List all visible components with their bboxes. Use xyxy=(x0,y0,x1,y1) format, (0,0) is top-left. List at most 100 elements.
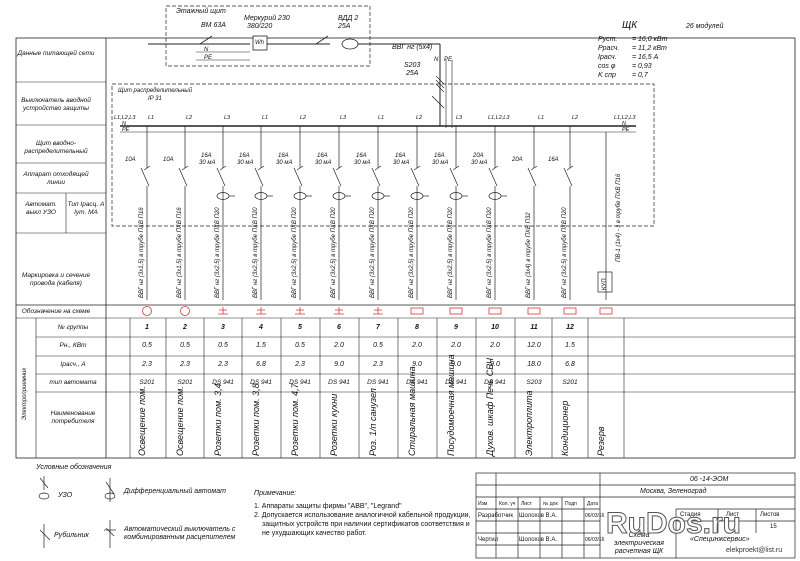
panel-param-value: = 0,7 xyxy=(632,72,648,79)
rcd-main: ВДД 2 xyxy=(338,15,359,22)
rcd-rating: 30 мА xyxy=(354,160,371,166)
note-line-2: 2. Допускается использование аналогичной… xyxy=(254,512,471,519)
dist-panel-ip: IP 31 xyxy=(148,96,162,102)
consumer-name: Электроплита xyxy=(524,390,534,456)
breaker-contact xyxy=(216,167,226,187)
legend-code-switch: Рубильник xyxy=(54,532,89,539)
device-symbol xyxy=(449,307,463,315)
device-symbol xyxy=(599,307,613,315)
date-2: 06/03/16 xyxy=(585,537,605,543)
floor-panel-label: Этажный щит xyxy=(176,8,226,15)
breaker-rating: 20А xyxy=(512,157,523,163)
breaker-rating: 16А xyxy=(201,153,212,159)
legend-code-rcd: УЗО xyxy=(58,492,73,499)
phase-label: L3 xyxy=(340,115,347,121)
title-block-col: Лист xyxy=(521,501,532,507)
phase-label: L1 xyxy=(378,115,385,121)
feeder-cable: ВВГ нг (5х4) xyxy=(392,44,433,51)
group-automat: S203 xyxy=(526,379,542,386)
breaker-contact xyxy=(410,167,420,187)
notes-title: Примечание: xyxy=(254,490,297,497)
group-current: 9.0 xyxy=(334,361,344,368)
breaker-mark xyxy=(374,165,382,171)
breaker-contact xyxy=(254,167,264,187)
breaker-contact xyxy=(371,167,381,187)
spare-cable: ПВ-1 (1х4) - з в трубе ПХВ П16 xyxy=(616,173,622,262)
group-current: 6.8 xyxy=(565,361,575,368)
label-current: Iрасч., А xyxy=(60,361,86,368)
dist-panel-label: Щит распределительный xyxy=(118,88,193,94)
breaker-rating: 10А xyxy=(163,157,174,163)
group-number: 3 xyxy=(221,324,225,331)
developer-role: Разработчик xyxy=(478,513,513,519)
breaker-mark xyxy=(530,165,538,171)
cable-label: ВВГ нг (3х2,5) в трубе ПХВ П20 xyxy=(370,207,376,298)
stage-col-1: Стадия xyxy=(680,512,701,518)
group-number: 6 xyxy=(337,324,341,331)
checker-name: Шолохов В.А. xyxy=(519,537,558,543)
cable-label: ВВГ нг (3х2,5) в трубе ПХВ П20 xyxy=(448,207,454,298)
group-power: 2.0 xyxy=(451,342,461,349)
group-automat: S201 xyxy=(177,379,193,386)
phase-label: L1 xyxy=(148,115,155,121)
panel-modules: 26 модулей xyxy=(686,23,724,30)
rcd-rating: 30 мА xyxy=(199,160,216,166)
legend-desc-breaker: Автоматический выключатель с комбинирова… xyxy=(124,526,236,541)
group-number: 2 xyxy=(183,324,187,331)
n-label-top: N xyxy=(204,47,209,53)
device-symbol xyxy=(527,307,541,315)
group-power: 2.0 xyxy=(334,342,344,349)
input-breaker-label: ВМ 63А xyxy=(201,22,226,29)
checker-role: Чертил xyxy=(478,537,499,543)
consumer-name: Кондиционер xyxy=(560,400,570,456)
consumer-name: Освещение пом. xyxy=(175,386,185,456)
breaker-mark xyxy=(219,165,227,171)
switch-model: S203 xyxy=(404,62,421,69)
breaker-rating: 16А xyxy=(434,153,445,159)
note-line-4: не ухудшающих качество работ. xyxy=(262,530,367,537)
cable-label: ВВГ нг (3х1,5) в трубе ПХВ П16 xyxy=(177,207,183,298)
panel-param-value: = 16,0 кВт xyxy=(632,36,668,43)
label-automat-type: тип автомата xyxy=(49,379,97,386)
cable-label: ВВГ нг (3х2,5) в трубе ПХВ П20 xyxy=(331,207,337,298)
phase-label: L1,L2,L3 xyxy=(114,115,136,121)
rcd-main-rating: 25А xyxy=(338,23,351,30)
panel-param-key: Руст. xyxy=(598,36,618,43)
cable-label: ВВГ нг (3х2,5) в трубе ПХВ П20 xyxy=(253,207,259,298)
title-block-col: Подп xyxy=(565,501,577,507)
group-automat: DS 941 xyxy=(328,379,350,386)
phase-label: L1,L2,L3 xyxy=(488,115,510,121)
group-current: 18.0 xyxy=(527,361,541,368)
group-automat: DS 941 xyxy=(289,379,311,386)
panel-param-key: K спр xyxy=(598,72,616,79)
group-current: 2.3 xyxy=(218,361,228,368)
group-current: 2.3 xyxy=(180,361,190,368)
group-number: 5 xyxy=(298,324,302,331)
breaker-rating: 16А xyxy=(317,153,328,159)
group-number: 7 xyxy=(376,324,380,331)
group-automat: S201 xyxy=(562,379,578,386)
breaker-rating: 16А xyxy=(239,153,250,159)
group-current: 2.3 xyxy=(295,361,305,368)
group-current: 2.3 xyxy=(142,361,152,368)
rcd-rating: 30 мА xyxy=(315,160,332,166)
title-block-col: Дата xyxy=(587,501,599,507)
rcd-rating: 30 мА xyxy=(432,160,449,166)
group-automat: DS 941 xyxy=(250,379,272,386)
group-power: 0.5 xyxy=(180,342,190,349)
cable-label: ВВГ нг (3х2,5) в трубе ПХВ П20 xyxy=(487,207,493,298)
panel-name: ЩК xyxy=(622,20,638,31)
group-power: 0.5 xyxy=(142,342,152,349)
breaker-mark xyxy=(296,165,304,171)
group-power: 0.5 xyxy=(295,342,305,349)
phase-label: L1 xyxy=(538,115,545,121)
watermark-email: elekproekt@list.ru xyxy=(726,547,783,554)
pe-label-top: PE xyxy=(204,55,213,61)
org-name: «Специнжсервис» xyxy=(690,536,750,543)
group-number: 11 xyxy=(530,324,538,331)
spare-box: КУП xyxy=(602,278,608,290)
group-current: 9.0 xyxy=(451,361,461,368)
breaker-mark xyxy=(335,165,343,171)
rcd-rating: 30 мА xyxy=(276,160,293,166)
